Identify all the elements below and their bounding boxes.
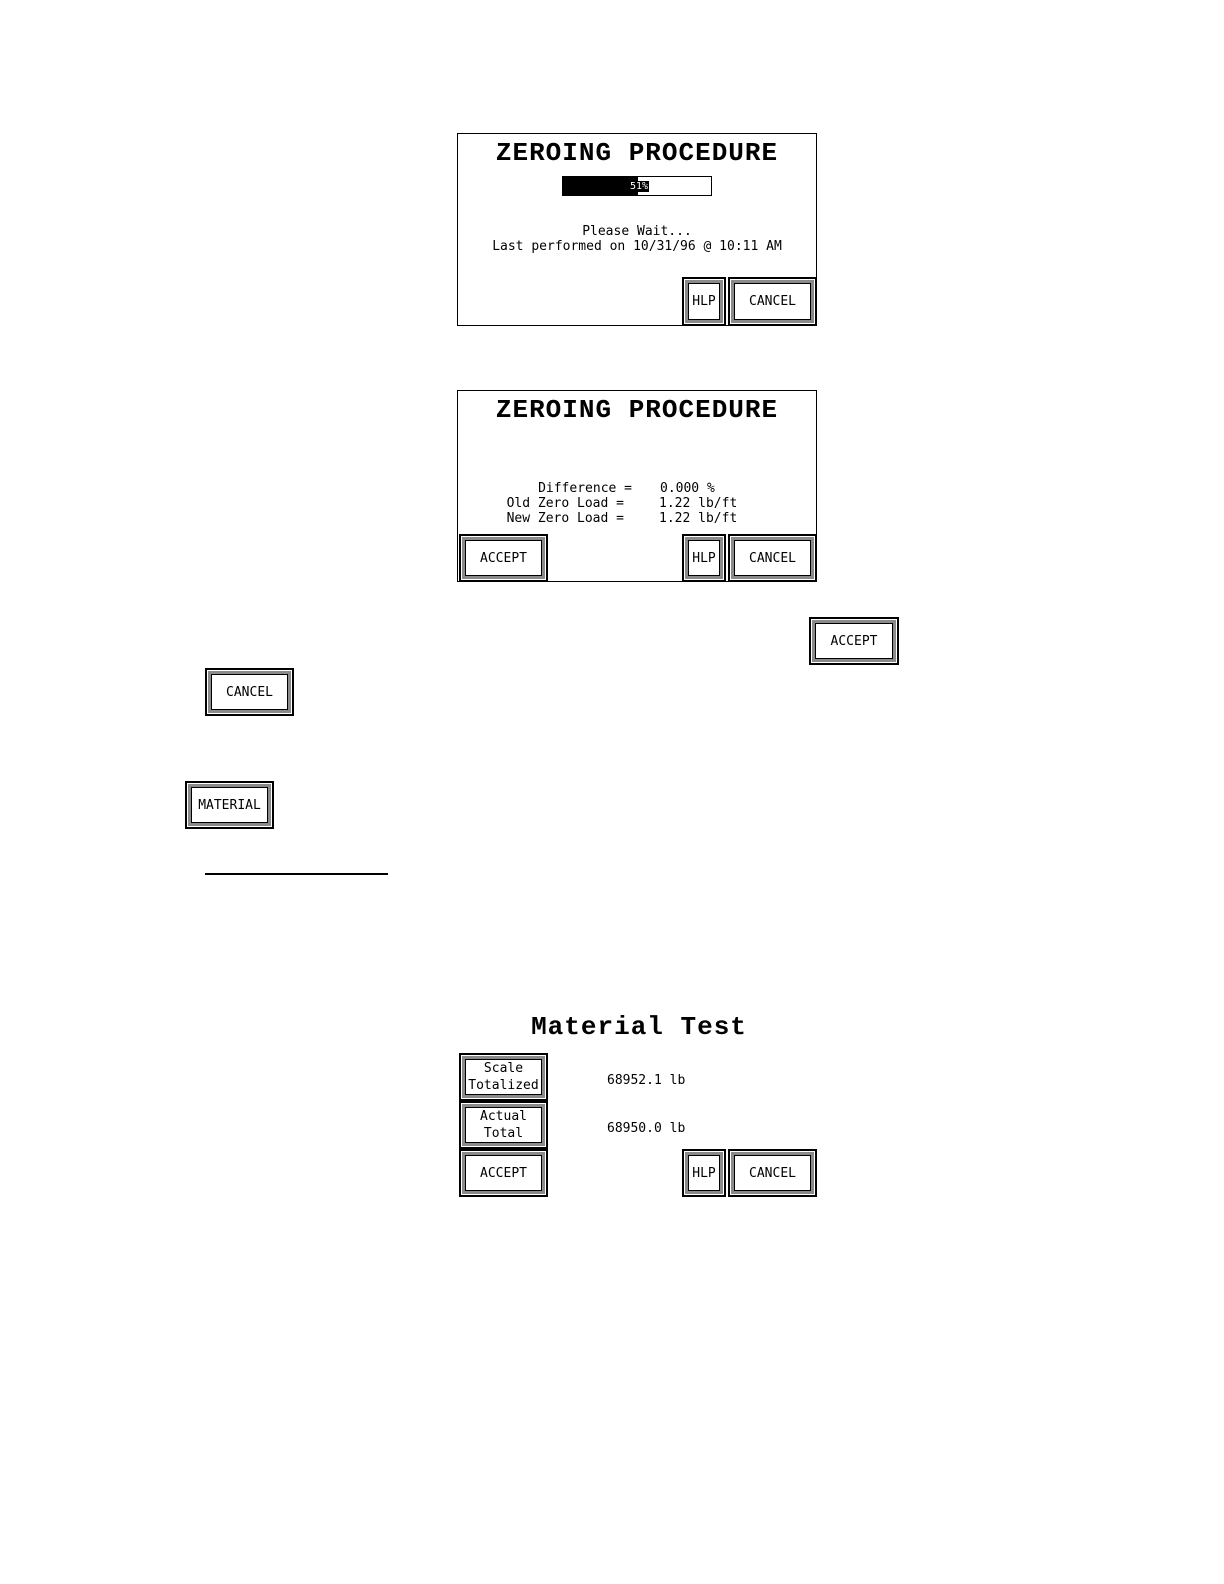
new-zero-load-label: New Zero Load = <box>506 511 624 526</box>
scale-totalized-label-line2: Totalized <box>468 1078 539 1093</box>
difference-value: 0.000 % <box>660 481 715 496</box>
actual-total-label-line2: Total <box>483 1126 524 1141</box>
accept-button-label: ACCEPT <box>480 550 527 566</box>
help-button[interactable]: HLP <box>682 277 726 326</box>
progress-bar: 51% <box>562 176 712 196</box>
material-test-screen: Material Test Scale Totalized 68952.1 lb… <box>457 1010 817 1200</box>
screen-title: ZEROING PROCEDURE <box>495 395 779 425</box>
help-button-label: HLP <box>692 550 716 566</box>
progress-fill <box>563 177 639 195</box>
accept-button-label: ACCEPT <box>480 1165 527 1181</box>
accept-button[interactable]: ACCEPT <box>459 534 548 582</box>
cancel-button-label: CANCEL <box>226 684 273 700</box>
help-button-label: HLP <box>692 1165 716 1181</box>
cancel-button[interactable]: CANCEL <box>205 668 294 716</box>
new-zero-load-value: 1.22 lb/ft <box>659 511 738 526</box>
scale-totalized-label-line1: Scale <box>483 1061 524 1076</box>
screen-title: ZEROING PROCEDURE <box>495 138 779 168</box>
scale-totalized-value: 68952.1 lb <box>607 1073 686 1088</box>
help-button-label: HLP <box>692 294 716 309</box>
progress-label: 51% <box>628 180 650 192</box>
cancel-button[interactable]: CANCEL <box>728 277 817 326</box>
cancel-button-label: CANCEL <box>749 1165 796 1181</box>
last-performed-text: Last performed on 10/31/96 @ 10:11 AM <box>492 239 782 254</box>
screen-title: Material Test <box>531 1012 747 1042</box>
actual-total-value: 68950.0 lb <box>607 1121 686 1136</box>
old-zero-load-value: 1.22 lb/ft <box>659 496 738 511</box>
accept-button-label: ACCEPT <box>830 633 878 649</box>
scale-totalized-button[interactable]: Scale Totalized <box>459 1053 548 1101</box>
material-button[interactable]: MATERIAL <box>185 781 274 829</box>
help-button[interactable]: HLP <box>682 1149 726 1197</box>
accept-button[interactable]: ACCEPT <box>809 617 899 665</box>
help-button[interactable]: HLP <box>682 534 726 582</box>
material-button-label: MATERIAL <box>198 797 261 813</box>
cancel-button-label: CANCEL <box>749 550 796 566</box>
actual-total-button[interactable]: Actual Total <box>459 1101 548 1149</box>
cancel-button[interactable]: CANCEL <box>728 534 817 582</box>
old-zero-load-label: Old Zero Load = <box>506 496 624 511</box>
cancel-button-label: CANCEL <box>749 294 796 309</box>
accept-button[interactable]: ACCEPT <box>459 1149 548 1197</box>
difference-label: Difference = <box>538 481 632 496</box>
cancel-button[interactable]: CANCEL <box>728 1149 817 1197</box>
zeroing-result-screen: ZEROING PROCEDURE Difference = 0.000 % O… <box>457 390 817 582</box>
status-text: Please Wait... <box>582 224 692 239</box>
zeroing-progress-screen: ZEROING PROCEDURE 51% Please Wait... Las… <box>457 133 817 326</box>
actual-total-label-line1: Actual <box>480 1109 527 1124</box>
section-underline <box>205 873 388 875</box>
